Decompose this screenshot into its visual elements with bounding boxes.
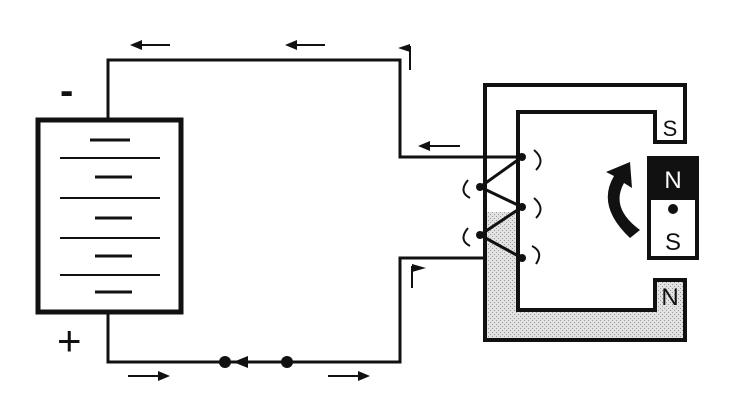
coil-contact xyxy=(476,231,484,239)
battery-case xyxy=(35,117,184,315)
coil xyxy=(462,149,542,265)
electromagnet-bottom-pole: N xyxy=(661,284,678,311)
rotor-border xyxy=(647,156,699,260)
rotor-magnet xyxy=(647,156,699,260)
current-arrows xyxy=(128,40,460,381)
current-arrow-left xyxy=(285,40,325,50)
rotor-north-half xyxy=(649,158,697,198)
electromagnet-core xyxy=(483,83,687,342)
coil-contact xyxy=(518,153,526,161)
switch-contact xyxy=(219,356,231,368)
bottom-wire xyxy=(106,256,522,364)
coil-direction-mark xyxy=(533,149,542,171)
coil-contact xyxy=(518,203,526,211)
coil-direction-mark xyxy=(533,197,542,219)
coil-contact xyxy=(518,254,526,262)
negative-terminal-label: - xyxy=(60,69,73,113)
current-arrow-right xyxy=(328,371,370,381)
top-wire xyxy=(106,58,522,159)
coil-direction-mark xyxy=(531,245,541,265)
current-arrow-left xyxy=(130,40,170,50)
switch-contact xyxy=(281,356,293,368)
core-outline xyxy=(483,83,687,342)
coil-contact xyxy=(476,183,484,191)
rotation-arrow xyxy=(606,162,640,238)
coil-direction-mark xyxy=(462,227,471,247)
positive-terminal-label: + xyxy=(57,317,82,364)
rotor-north-label: N xyxy=(664,167,681,194)
switch-arrow xyxy=(233,356,248,368)
corner-flag-top xyxy=(398,44,411,70)
current-arrow-right xyxy=(128,371,170,381)
rotor-axle-dot xyxy=(668,204,678,214)
current-arrow-left xyxy=(418,141,460,151)
rotor-south-label: S xyxy=(665,229,681,256)
core-shaded-lower xyxy=(485,212,685,340)
corner-flag-bottom xyxy=(411,264,426,288)
coil-direction-mark xyxy=(462,179,471,199)
battery xyxy=(35,117,184,315)
electromagnet-top-pole: S xyxy=(663,116,678,141)
